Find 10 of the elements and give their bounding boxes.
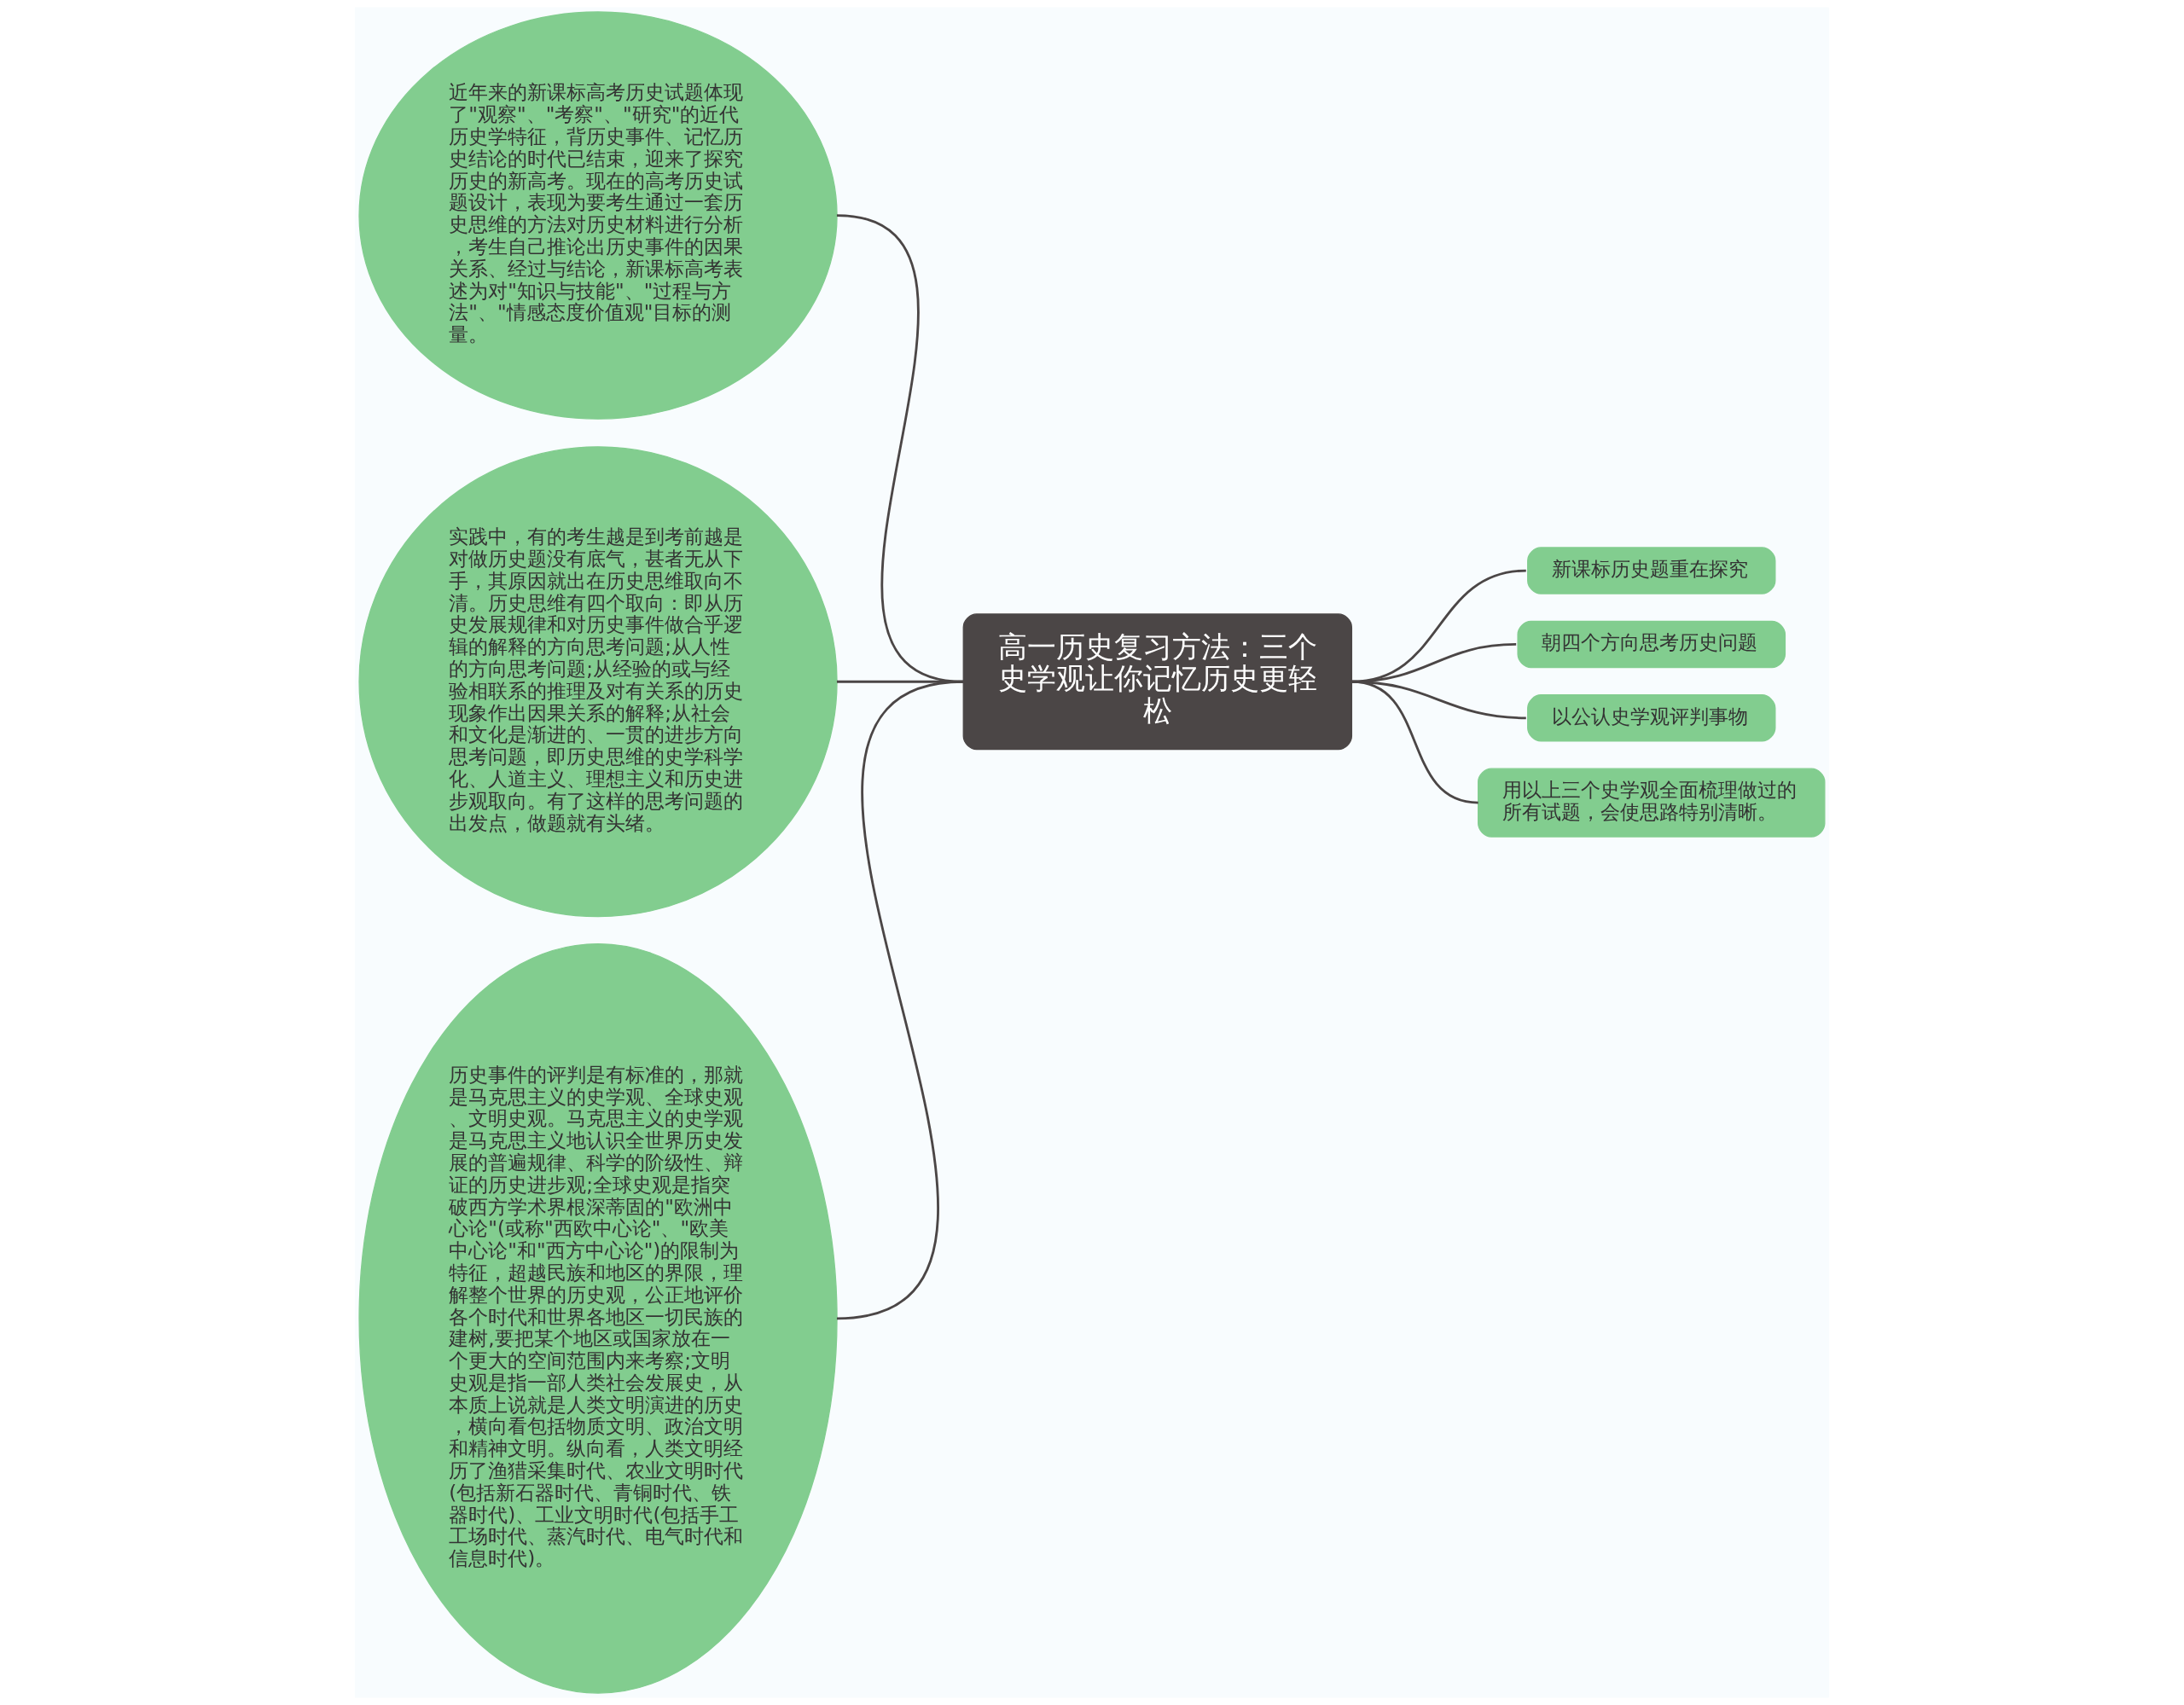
node-box: 高一历史复习方法：三个史学观让你记忆历史更轻松 (962, 613, 1353, 751)
node-box: 以公认史学观评判事物 (1527, 694, 1776, 742)
node-ellipse: 历史事件的评判是有标准的，那就是马克思主义的史学观、全球史观、文明史观。马克思主义的史学观是马克思主义地认识全世界历史发展的普遍规律、科学的阶级性、辩证的历史进步观;全球史观是指突破西方学术界根深蒂固的"欧洲中心论"(或称"西欧中心论"、"欧美中心论"和"西方中心论")的限制为特征，超越民族和地区的界限，理解整个世界的历史观，公正地评价各个时代和世界各地区一切民族的建树,要把某个地区或国家放在一个更大的空间范围内来考察;文明史观是指一部人类社会发展史，从本质上说就是人类文明演进的历史，横向看包括物质文明、政治文明和精神文明。纵向看，人类文明经历了渔猎采集时代、农业文明时代(包括新石器时代、青铜时代、铁器时代)、工业文明时代(包括手工工场时代、蒸汽时代、电气时代和信息时代)。 (358, 942, 838, 1694)
node-box: 朝四个方向思考历史问题 (1517, 620, 1786, 669)
node-box: 用以上三个史学观全面梳理做过的所有试题，会使思路特别清晰。 (1478, 768, 1826, 838)
node-ellipse: 近年来的新课标高考历史试题体现了"观察"、"考察"、"研究"的近代历史学特征，背历史事件、记忆历史结论的时代已结束，迎来了探究历史的新高考。现在的高考历史试题设计，表现为要考生通过一套历史思维的方法对历史材料进行分析，考生自己推论出历史事件的因果关系、经过与结论，新课标高考表述为对"知识与技能"、"过程与方法"、"情感态度价值观"目标的测量。 (358, 11, 838, 420)
node-box: 新课标历史题重在探究 (1527, 547, 1776, 594)
connector (1351, 680, 1478, 804)
node-circle: 实践中，有的考生越是到考前越是对做历史题没有底气，甚者无从下手，其原因就出在历史思维取向不清。历史思维有四个取向：即从历史发展规律和对历史事件做合乎逻辑的解释的方向思考问题;从人性的方向思考问题;从经验的或与经验相联系的推理及对有关系的历史现象作出因果关系的解释;从社会和文化是渐进的、一贯的进步方向思考问题，即历史思维的史学科学化、人道主义、理想主义和历史进步观取向。有了这样的思考问题的出发点，做题就有头绪。 (358, 446, 838, 918)
connector (836, 680, 964, 1320)
